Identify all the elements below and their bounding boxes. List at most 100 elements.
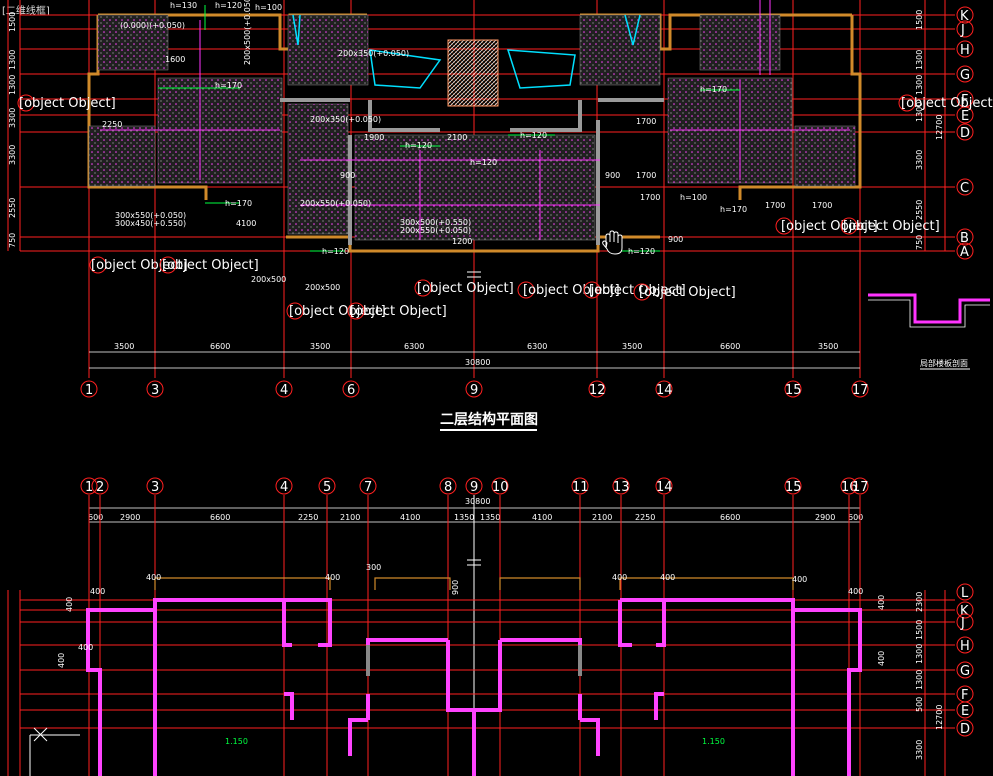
axis-bubble-G: G xyxy=(956,65,974,83)
svg-text:2550: 2550 xyxy=(915,200,924,220)
svg-text:500: 500 xyxy=(915,697,924,712)
svg-text:G: G xyxy=(960,664,970,679)
svg-text:3500: 3500 xyxy=(622,342,642,351)
axis-bubble-E: E xyxy=(956,701,974,719)
svg-text:8: 8 xyxy=(444,480,452,495)
axis-bubble-F: F xyxy=(956,685,974,703)
plan-top: (0.000)(+0.050) h=130 h=120 h=100 200x50… xyxy=(7,0,993,431)
svg-text:2: 2 xyxy=(96,480,104,495)
axis-bubble-H: H xyxy=(956,636,974,654)
left-dims: 1500 1300 1300 3300 3300 2550 750 xyxy=(8,12,17,248)
svg-text:2100: 2100 xyxy=(592,513,612,522)
svg-text:1700: 1700 xyxy=(812,201,832,210)
svg-text:400: 400 xyxy=(877,595,886,610)
svg-text:h=120: h=120 xyxy=(405,141,432,150)
axis-bubble-L: L xyxy=(956,583,974,601)
right-axis-bubbles: K J H G F E D C B A xyxy=(956,6,974,260)
svg-text:400: 400 xyxy=(792,575,807,584)
svg-text:4100: 4100 xyxy=(400,513,420,522)
svg-text:H: H xyxy=(960,639,970,654)
axis-bubble-6: 6 xyxy=(342,380,360,398)
bottom-plan-total: 30800 xyxy=(465,497,490,506)
svg-text:h=120: h=120 xyxy=(628,247,655,256)
plan-title: 二层结构平面图 xyxy=(440,411,538,428)
svg-text:1500: 1500 xyxy=(915,10,924,30)
bottom-dim-lines xyxy=(89,351,860,369)
axis-bubble-K: K xyxy=(956,601,974,619)
svg-text:1600: 1600 xyxy=(165,55,185,64)
svg-text:h=100: h=100 xyxy=(680,193,707,202)
axis-bubble: 13 xyxy=(612,477,630,495)
svg-text:6: 6 xyxy=(347,383,355,398)
axis-bubble-3: 3 xyxy=(146,380,164,398)
svg-text:200x500: 200x500 xyxy=(305,283,340,292)
svg-text:h=170: h=170 xyxy=(700,85,727,94)
svg-text:h=120: h=120 xyxy=(520,131,547,140)
svg-text:2100: 2100 xyxy=(340,513,360,522)
svg-text:1700: 1700 xyxy=(640,193,660,202)
axis-bubble: 2 xyxy=(91,477,109,495)
callout-bubble: [object Object] xyxy=(286,302,386,320)
svg-text:17: 17 xyxy=(852,383,869,398)
svg-text:1300: 1300 xyxy=(915,670,924,690)
svg-text:E: E xyxy=(961,109,969,124)
svg-text:750: 750 xyxy=(8,233,17,248)
svg-text:D: D xyxy=(960,722,970,737)
elevator-shafts xyxy=(292,14,641,89)
svg-text:J: J xyxy=(960,616,965,631)
svg-text:14: 14 xyxy=(656,383,673,398)
plan-labels: (0.000)(+0.050) h=130 h=120 h=100 200x50… xyxy=(102,0,832,292)
svg-text:300: 300 xyxy=(366,563,381,572)
svg-text:[object Object]: [object Object] xyxy=(589,283,686,298)
inner-walls xyxy=(280,98,664,245)
axis-bubble: 3 xyxy=(146,477,164,495)
svg-text:1350: 1350 xyxy=(454,513,474,522)
svg-text:400: 400 xyxy=(78,643,93,652)
svg-text:3: 3 xyxy=(151,480,159,495)
svg-text:4: 4 xyxy=(280,383,288,398)
callout-bubble: [object Object] xyxy=(775,217,878,235)
svg-text:4: 4 xyxy=(280,480,288,495)
callout-bubble: [object Object] xyxy=(840,217,940,235)
callout-bubble: [object Object] xyxy=(633,283,736,301)
svg-text:L: L xyxy=(961,586,969,601)
svg-text:1900: 1900 xyxy=(364,133,384,142)
viewport-label[interactable]: [二维线框] xyxy=(2,6,50,17)
svg-text:7: 7 xyxy=(364,480,372,495)
svg-text:750: 750 xyxy=(915,235,924,250)
svg-text:[object Object]: [object Object] xyxy=(901,96,993,111)
bottom-plan-axis-bubbles: 1 2 3 4 5 7 8 9 10 11 13 14 15 16 17 xyxy=(80,477,869,495)
svg-text:K: K xyxy=(960,604,969,619)
callout-bubble: [object Object] xyxy=(517,281,620,299)
svg-text:300x500(+0.550): 300x500(+0.550) xyxy=(400,218,471,227)
svg-text:200x500(+0.050): 200x500(+0.050) xyxy=(243,0,252,65)
svg-text:1700: 1700 xyxy=(636,117,656,126)
axis-bubble-1: 1 xyxy=(80,380,98,398)
svg-text:200x550(+0.050): 200x550(+0.050) xyxy=(300,199,371,208)
svg-text:10: 10 xyxy=(492,480,509,495)
svg-text:2250: 2250 xyxy=(102,120,122,129)
svg-text:3300: 3300 xyxy=(915,150,924,170)
svg-text:400: 400 xyxy=(65,597,74,612)
svg-text:6600: 6600 xyxy=(720,342,740,351)
svg-text:局部楼板剖面: 局部楼板剖面 xyxy=(920,358,968,368)
svg-text:12700: 12700 xyxy=(935,115,944,140)
plan-bottom: 1 2 3 4 5 7 8 9 10 11 13 14 15 16 17 308… xyxy=(7,271,974,776)
svg-text:15: 15 xyxy=(785,383,802,398)
right-dims: 1500 1300 1300 1300 3300 2550 750 12700 xyxy=(915,10,944,250)
svg-text:[object Object]: [object Object] xyxy=(417,281,514,296)
axis-bubble-E: E xyxy=(956,106,974,124)
svg-text:600: 600 xyxy=(88,513,103,522)
axis-bubble: 15 xyxy=(784,477,802,495)
svg-text:400: 400 xyxy=(660,573,675,582)
svg-text:1500: 1500 xyxy=(8,12,17,32)
axis-bubble-J: J xyxy=(956,20,974,38)
svg-text:2900: 2900 xyxy=(120,513,140,522)
svg-text:h=120: h=120 xyxy=(470,158,497,167)
stair-core xyxy=(447,39,499,107)
svg-text:200x500: 200x500 xyxy=(251,275,286,284)
svg-text:3500: 3500 xyxy=(818,342,838,351)
walls-lower xyxy=(86,598,862,776)
svg-text:1300: 1300 xyxy=(915,644,924,664)
